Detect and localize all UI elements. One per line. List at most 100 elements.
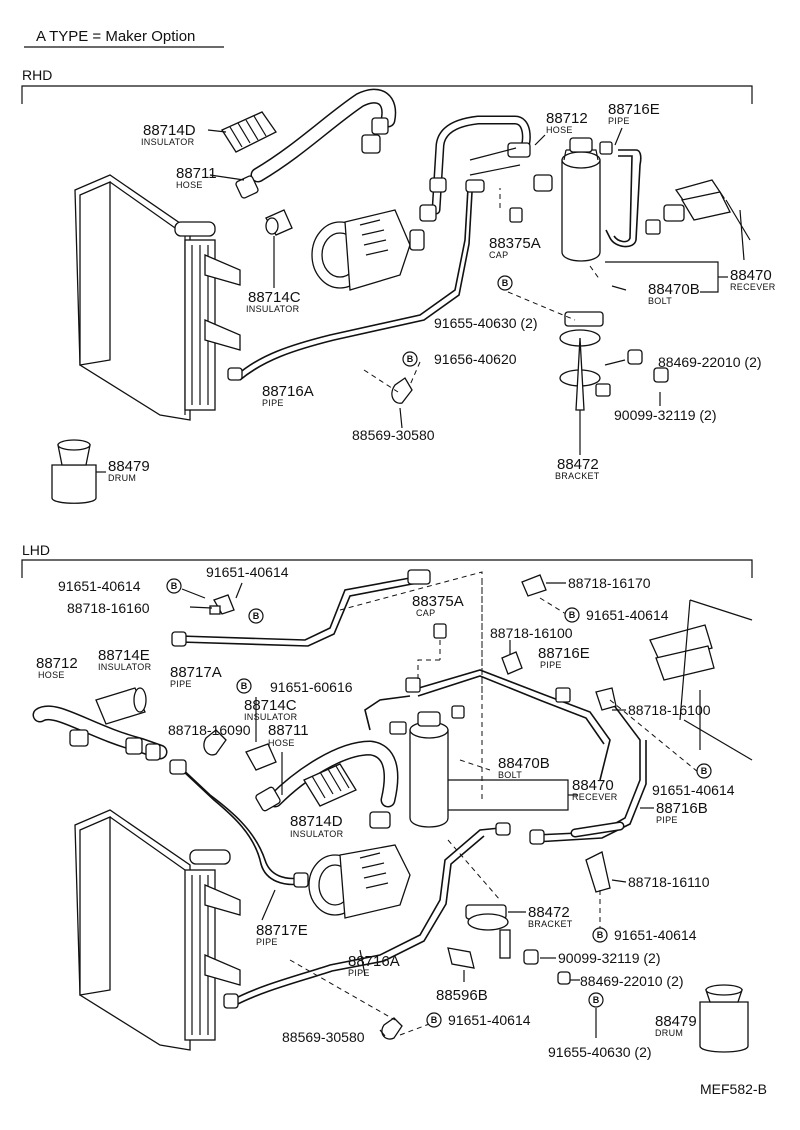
callout-name: HOSE: [176, 180, 203, 190]
callout-number: 88712: [546, 110, 588, 127]
callout-name: BRACKET: [528, 919, 573, 929]
rhd-pipe-88716E: [605, 149, 751, 261]
callout-number: 91651-40614: [586, 607, 669, 623]
callout-number: 88569-30580: [352, 427, 435, 443]
callout-number: 88375A: [489, 235, 541, 252]
lhd-section-label: LHD: [22, 542, 50, 558]
callout-name: DRUM: [108, 473, 136, 483]
callout-number: 88470B: [498, 755, 550, 772]
rhd-bolt-markers: B B: [402, 275, 513, 367]
lhd-labels: 91651-40614 91651-40614 88718-16160 8871…: [36, 564, 735, 1060]
rhd-insulator-88714C: [265, 209, 293, 236]
callout-name: PIPE: [348, 968, 370, 978]
rhd-hose-88711: [235, 88, 397, 199]
rhd-section-label: RHD: [22, 67, 52, 83]
lhd-part-88596B: [447, 947, 475, 969]
lhd-bracket-88472: [465, 904, 571, 985]
figure-code: MEF582-B: [700, 1081, 767, 1097]
callout-name: PIPE: [608, 116, 630, 126]
lhd-bolt-markers: B B B B B B B B: [166, 578, 712, 1028]
callout-number: 88714C: [244, 697, 297, 714]
svg-text:B: B: [407, 354, 414, 364]
callout-name: RECEVER: [730, 282, 776, 292]
svg-text:B: B: [597, 930, 604, 940]
svg-text:B: B: [171, 581, 178, 591]
callout-name: BRACKET: [555, 471, 600, 481]
callout-number: 90099-32119 (2): [614, 407, 716, 423]
callout-number: 88718-16160: [67, 600, 150, 616]
callout-number: 91651-40614: [58, 578, 141, 594]
callout-number: 88596B: [436, 987, 488, 1004]
lhd-compressor: [308, 844, 411, 919]
rhd-frame: [21, 85, 753, 104]
lhd-hose-88711: [255, 740, 399, 829]
callout-number: 88569-30580: [282, 1029, 365, 1045]
callout-number: 88470B: [648, 281, 700, 298]
callout-number: 88479: [108, 458, 150, 475]
bolt-marker-icon: [696, 763, 712, 779]
callout-name: BOLT: [498, 770, 522, 780]
callout-number: 88717A: [170, 664, 222, 681]
callout-number: 88716B: [656, 800, 708, 817]
callout-number: 88718-16090: [168, 722, 251, 738]
bolt-marker-icon: [588, 992, 604, 1008]
callout-name: INSULATOR: [244, 712, 298, 722]
callout-name: BOLT: [648, 296, 672, 306]
svg-text:B: B: [241, 681, 248, 691]
callout-name: HOSE: [38, 670, 65, 680]
callout-number: 88714D: [290, 813, 343, 830]
svg-text:B: B: [253, 611, 260, 621]
lhd-condenser: [74, 809, 241, 1051]
callout-number: 88469-22010 (2): [658, 354, 762, 370]
bolt-marker-icon: [564, 607, 580, 623]
svg-text:B: B: [569, 610, 576, 620]
bolt-marker-icon: [166, 578, 182, 594]
lhd-frame: [21, 559, 753, 578]
callout-number: 88472: [528, 904, 570, 921]
rhd-compressor: [311, 209, 425, 291]
callout-number: 88470: [730, 267, 772, 284]
callout-number: 88718-16170: [568, 575, 651, 591]
callout-name: PIPE: [170, 679, 192, 689]
callout-number: 88712: [36, 655, 78, 672]
callout-name: HOSE: [268, 738, 295, 748]
svg-text:B: B: [701, 766, 708, 776]
callout-number: 88469-22010 (2): [580, 973, 684, 989]
lhd-clamp-88718-16160: [209, 594, 235, 615]
svg-text:B: B: [502, 278, 509, 288]
callout-number: 88479: [655, 1013, 697, 1030]
lhd-pipe-88717E: [169, 759, 309, 888]
callout-name: HOSE: [546, 125, 573, 135]
callout-name: PIPE: [540, 660, 562, 670]
callout-number: 88716A: [348, 953, 400, 970]
callout-number: 91651-40614: [448, 1012, 531, 1028]
callout-number: 91656-40620: [434, 351, 517, 367]
lhd-pipe-88716A: [223, 822, 511, 1009]
callout-number: 88718-16100: [628, 702, 711, 718]
callout-number: 91655-40630 (2): [548, 1044, 652, 1060]
callout-number: 88716E: [538, 645, 590, 662]
rhd-cap-88375A: [499, 188, 523, 223]
rhd-labels: 88714D INSULATOR 88711 HOSE 88714C INSUL…: [108, 101, 776, 483]
rhd-bracket-88472: [559, 311, 669, 455]
callout-number: 88375A: [412, 593, 464, 610]
svg-text:B: B: [593, 995, 600, 1005]
callout-number: 91651-40614: [652, 782, 735, 798]
callout-name: INSULATOR: [246, 304, 300, 314]
lhd-drum-88479: [699, 984, 749, 1053]
callout-number: 88714D: [143, 122, 196, 139]
callout-name: PIPE: [262, 398, 284, 408]
type-note: A TYPE = Maker Option: [36, 28, 195, 45]
lhd-leaders: [181, 571, 699, 1038]
callout-name: RECEVER: [572, 792, 618, 802]
lhd-clamp-88718-16090: [203, 729, 227, 756]
bolt-marker-icon: [236, 678, 252, 694]
lhd-cap-88375A: [417, 623, 447, 680]
callout-name: DRUM: [655, 1028, 683, 1038]
bolt-marker-icon: [402, 351, 418, 367]
callout-name: INSULATOR: [141, 137, 195, 147]
callout-number: 88714E: [98, 647, 150, 664]
callout-number: 88716E: [608, 101, 660, 118]
callout-number: 91651-40614: [614, 927, 697, 943]
callout-number: 88714C: [248, 289, 301, 306]
